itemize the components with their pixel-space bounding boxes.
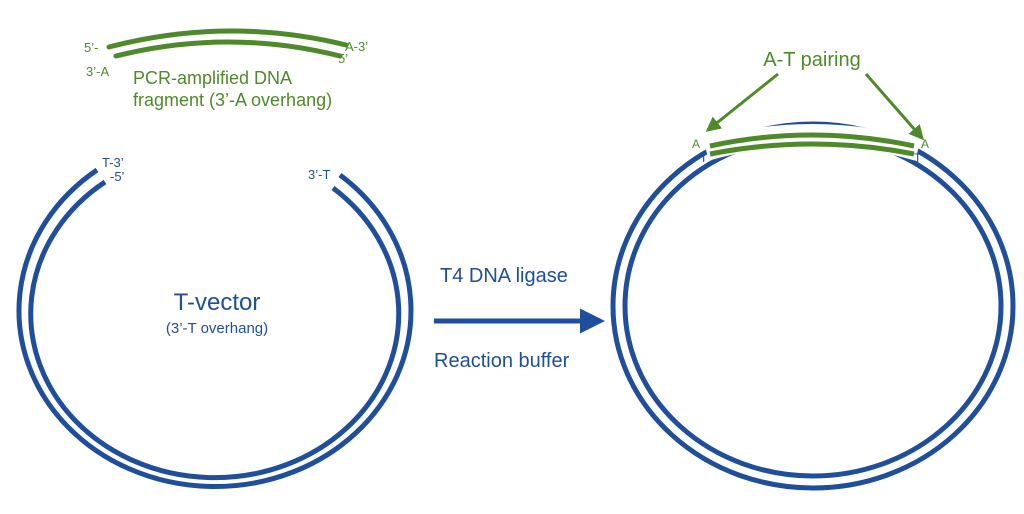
product-right-a-label: A <box>921 137 929 151</box>
vector-outer-strand <box>16 167 414 489</box>
insert-bottom-strand <box>709 141 915 157</box>
pairing-label: A-T pairing <box>763 49 860 71</box>
product-right-t-label: T <box>914 151 922 165</box>
fragment-top-left-label: 5’- <box>84 40 98 55</box>
product-left-t-label: T <box>700 151 708 165</box>
pairing-arrow-left <box>705 72 779 132</box>
t-vector: T-3’ -5’ 3’-T T-vector (3’-T overhang) <box>16 155 414 489</box>
product-outer-strand <box>610 121 1016 491</box>
vector-left-end-inner-label: -5’ <box>110 169 125 184</box>
fragment-bottom-right-label: 5’ <box>338 51 348 66</box>
fragment-caption-line1: PCR-amplified DNA <box>133 68 292 88</box>
fragment-top-strand <box>106 28 349 50</box>
pairing-arrow-right <box>864 73 924 141</box>
vector-left-end-outer-label: T-3’ <box>102 155 124 170</box>
recombinant-plasmid: A T A T A-T pairing <box>610 49 1016 491</box>
product-left-a-label: A <box>692 137 700 151</box>
fragment-bottom-strand <box>113 39 343 59</box>
vector-subtitle: (3’-T overhang) <box>166 320 268 337</box>
reaction-step: T4 DNA ligase Reaction buffer <box>434 265 605 372</box>
fragment-top-right-label: A-3’ <box>345 39 368 54</box>
fragment-caption-line2: fragment (3’-A overhang) <box>133 90 332 110</box>
enzyme-label: T4 DNA ligase <box>440 265 568 287</box>
fragment-bottom-left-label: 3’-A <box>86 64 109 79</box>
buffer-label: Reaction buffer <box>434 350 570 372</box>
product-inner-strand <box>622 133 1004 479</box>
vector-inner-strand <box>28 179 402 481</box>
vector-title: T-vector <box>174 289 261 316</box>
pcr-fragment: 5’- 3’-A A-3’ 5’ PCR-amplified DNA fragm… <box>84 28 368 110</box>
vector-right-end-label: 3’-T <box>308 167 330 182</box>
insert-top-strand <box>709 132 915 149</box>
